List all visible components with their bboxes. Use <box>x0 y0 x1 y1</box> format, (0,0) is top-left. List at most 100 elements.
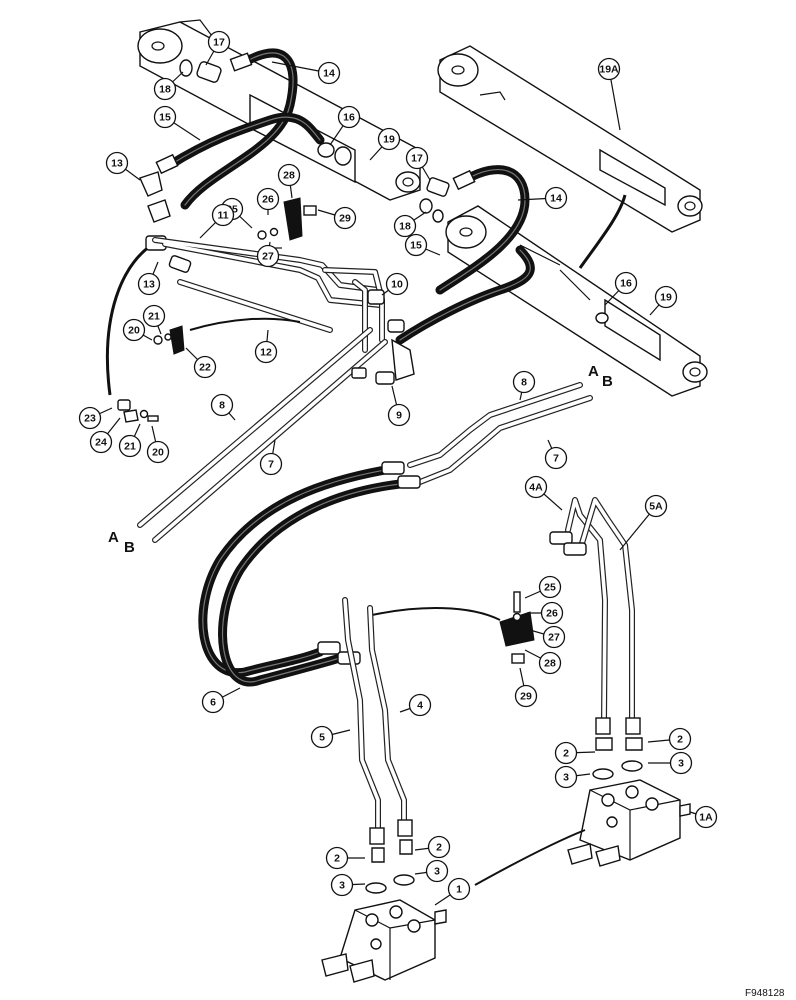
callout-label: 18 <box>159 84 171 96</box>
callout-circle <box>193 355 217 379</box>
callout-label: 11 <box>217 210 228 222</box>
callout-label: 16 <box>620 278 632 290</box>
callout-circle <box>554 741 578 765</box>
callout-circle <box>153 105 177 129</box>
callout-circle <box>105 151 129 175</box>
hose-14-left <box>180 48 298 210</box>
callout-24: 24 <box>89 417 121 454</box>
callout-14: 14 <box>271 61 341 85</box>
callout-4: 4 <box>399 693 432 717</box>
hose-cross-right <box>578 194 627 269</box>
callout-circle <box>254 340 278 364</box>
callout-label: 29 <box>339 213 351 225</box>
callout-label: 16 <box>343 112 355 124</box>
callout-21: 21 <box>118 423 142 458</box>
fitting-13-upper <box>139 171 171 223</box>
callout-label: 28 <box>283 170 295 182</box>
callout-circle <box>377 127 401 151</box>
callout-circle <box>333 206 357 230</box>
callout-circle <box>512 370 536 394</box>
callout-circle <box>544 186 568 210</box>
callout-19: 19 <box>649 285 678 316</box>
tube-11-12-manifold <box>152 237 385 353</box>
callout-label: 7 <box>553 453 559 465</box>
clamp-28-lower <box>371 591 535 664</box>
callout-3: 3 <box>414 859 449 883</box>
callout-19a: 19A <box>597 57 621 131</box>
callout-20: 20 <box>122 318 153 342</box>
callout-21: 21 <box>142 304 166 335</box>
clamp-23-24-assembly <box>117 399 159 423</box>
callout-circle <box>337 105 361 129</box>
callout-2: 2 <box>647 727 692 751</box>
callout-label: 4A <box>529 482 543 494</box>
callout-label: 26 <box>262 194 274 206</box>
callout-circle <box>310 725 334 749</box>
callout-label: 5A <box>649 501 663 513</box>
callout-18: 18 <box>153 71 184 101</box>
callout-label: 7 <box>268 459 274 471</box>
callout-20: 20 <box>146 425 170 464</box>
callout-circle <box>256 244 280 268</box>
callout-label: 15 <box>159 112 171 124</box>
callout-29: 29 <box>317 206 357 230</box>
callout-label: 8 <box>521 377 527 389</box>
callout-14: 14 <box>517 186 568 210</box>
callout-18: 18 <box>393 211 427 238</box>
callout-circle <box>538 575 562 599</box>
clamp-22-assembly <box>153 317 301 355</box>
callout-22: 22 <box>185 347 217 379</box>
callout-label: 26 <box>546 608 558 620</box>
callout-label: 2 <box>436 842 442 854</box>
callout-label: 15 <box>410 240 422 252</box>
callout-circle <box>614 271 638 295</box>
callout-circle <box>122 318 146 342</box>
callout-26: 26 <box>527 601 564 625</box>
fitting-17-18-upper <box>179 59 222 83</box>
callout-label: 23 <box>84 413 96 425</box>
callout-label: 25 <box>544 582 556 594</box>
callout-circle <box>524 475 548 499</box>
line-end-a-right: A <box>588 363 599 380</box>
callout-label: 29 <box>520 691 532 703</box>
callout-5a: 5A <box>619 494 668 551</box>
callout-label: 28 <box>544 658 556 670</box>
callout-19: 19 <box>369 127 401 161</box>
control-valve-1 <box>321 819 447 983</box>
callout-circle <box>405 146 429 170</box>
callout-label: 13 <box>143 279 155 291</box>
callout-circle <box>210 393 234 417</box>
callout-2: 2 <box>414 835 451 859</box>
callout-23: 23 <box>78 406 113 430</box>
callout-label: 19A <box>599 64 619 76</box>
callout-label: 12 <box>260 347 272 359</box>
callout-29: 29 <box>514 667 538 708</box>
callout-3: 3 <box>330 873 366 897</box>
callout-label: 19 <box>383 134 395 146</box>
callout-17: 17 <box>205 30 231 66</box>
figure-id: F948128 <box>745 988 785 999</box>
callout-circle <box>554 765 578 789</box>
callout-circle <box>330 873 354 897</box>
callout-circle <box>142 304 166 328</box>
callout-circle <box>447 877 471 901</box>
callout-label: 3 <box>563 772 569 784</box>
callout-layer: 171814151619132825262911271319A171418151… <box>78 30 718 906</box>
callout-circle <box>668 727 692 751</box>
callout-label: 21 <box>124 441 136 453</box>
callout-circle <box>542 625 566 649</box>
callout-8: 8 <box>512 370 536 401</box>
tube-7-8-long <box>137 327 388 543</box>
callout-label: 2 <box>334 853 340 865</box>
callout-1: 1 <box>434 877 471 906</box>
callout-16: 16 <box>604 271 638 306</box>
callout-13: 13 <box>105 151 141 181</box>
cylinder-19a <box>437 45 703 233</box>
callout-label: 3 <box>434 866 440 878</box>
tube-12-crossbar <box>177 279 333 333</box>
callout-circle <box>317 61 341 85</box>
callout-circle <box>694 805 718 829</box>
hose-15-right <box>395 245 535 345</box>
fitting-17-18-right <box>419 177 450 223</box>
